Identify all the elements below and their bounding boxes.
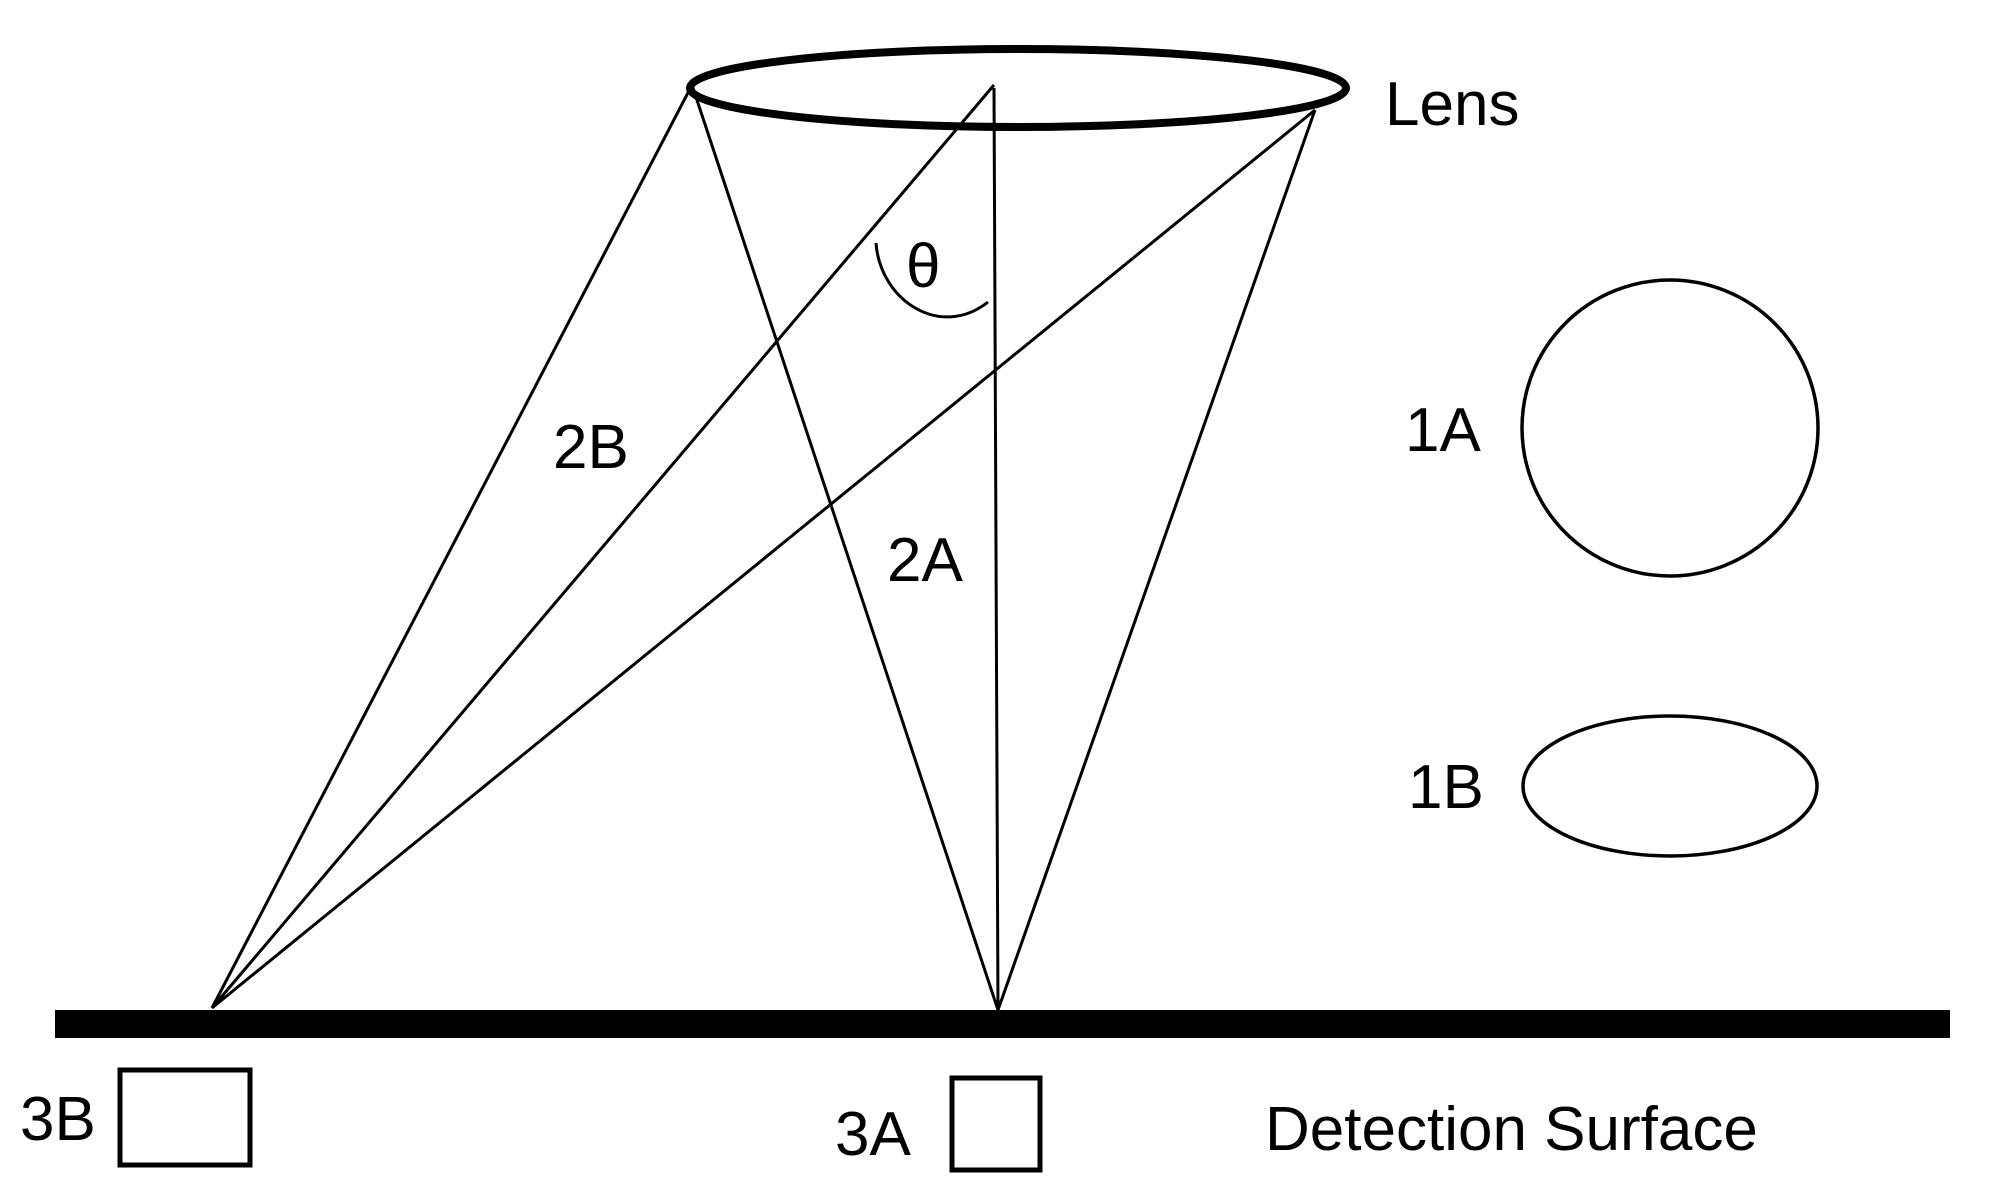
theta-arc <box>874 242 989 319</box>
ray-2b-label: 2B <box>553 413 629 482</box>
optical-axis <box>992 87 1000 1011</box>
lens-label: Lens <box>1385 70 1519 139</box>
detection-surface-label: Detection Surface <box>1265 1095 1758 1164</box>
lens-ellipse <box>686 45 1350 131</box>
detection-surface-bar <box>55 1010 1950 1038</box>
ray-2b-left-edge <box>210 84 694 1009</box>
ray-2a-left-edge <box>690 84 1000 1011</box>
ray-2b-center <box>210 84 996 1009</box>
ray-2a-label: 2A <box>887 526 963 595</box>
pixel-3a-box <box>949 1075 1043 1173</box>
theta-label: θ <box>906 232 940 301</box>
spot-1a-label: 1A <box>1405 396 1481 465</box>
spot-1a-circle <box>1520 278 1820 578</box>
ray-2a-right-edge <box>996 109 1317 1011</box>
spot-1b-label: 1B <box>1408 753 1484 822</box>
spot-1b-ellipse <box>1521 714 1819 858</box>
ray-2b-right-edge <box>211 108 1316 1010</box>
pixel-3b-label: 3B <box>20 1085 96 1154</box>
pixel-3a-label: 3A <box>835 1100 911 1169</box>
pixel-3b-box <box>117 1067 253 1168</box>
